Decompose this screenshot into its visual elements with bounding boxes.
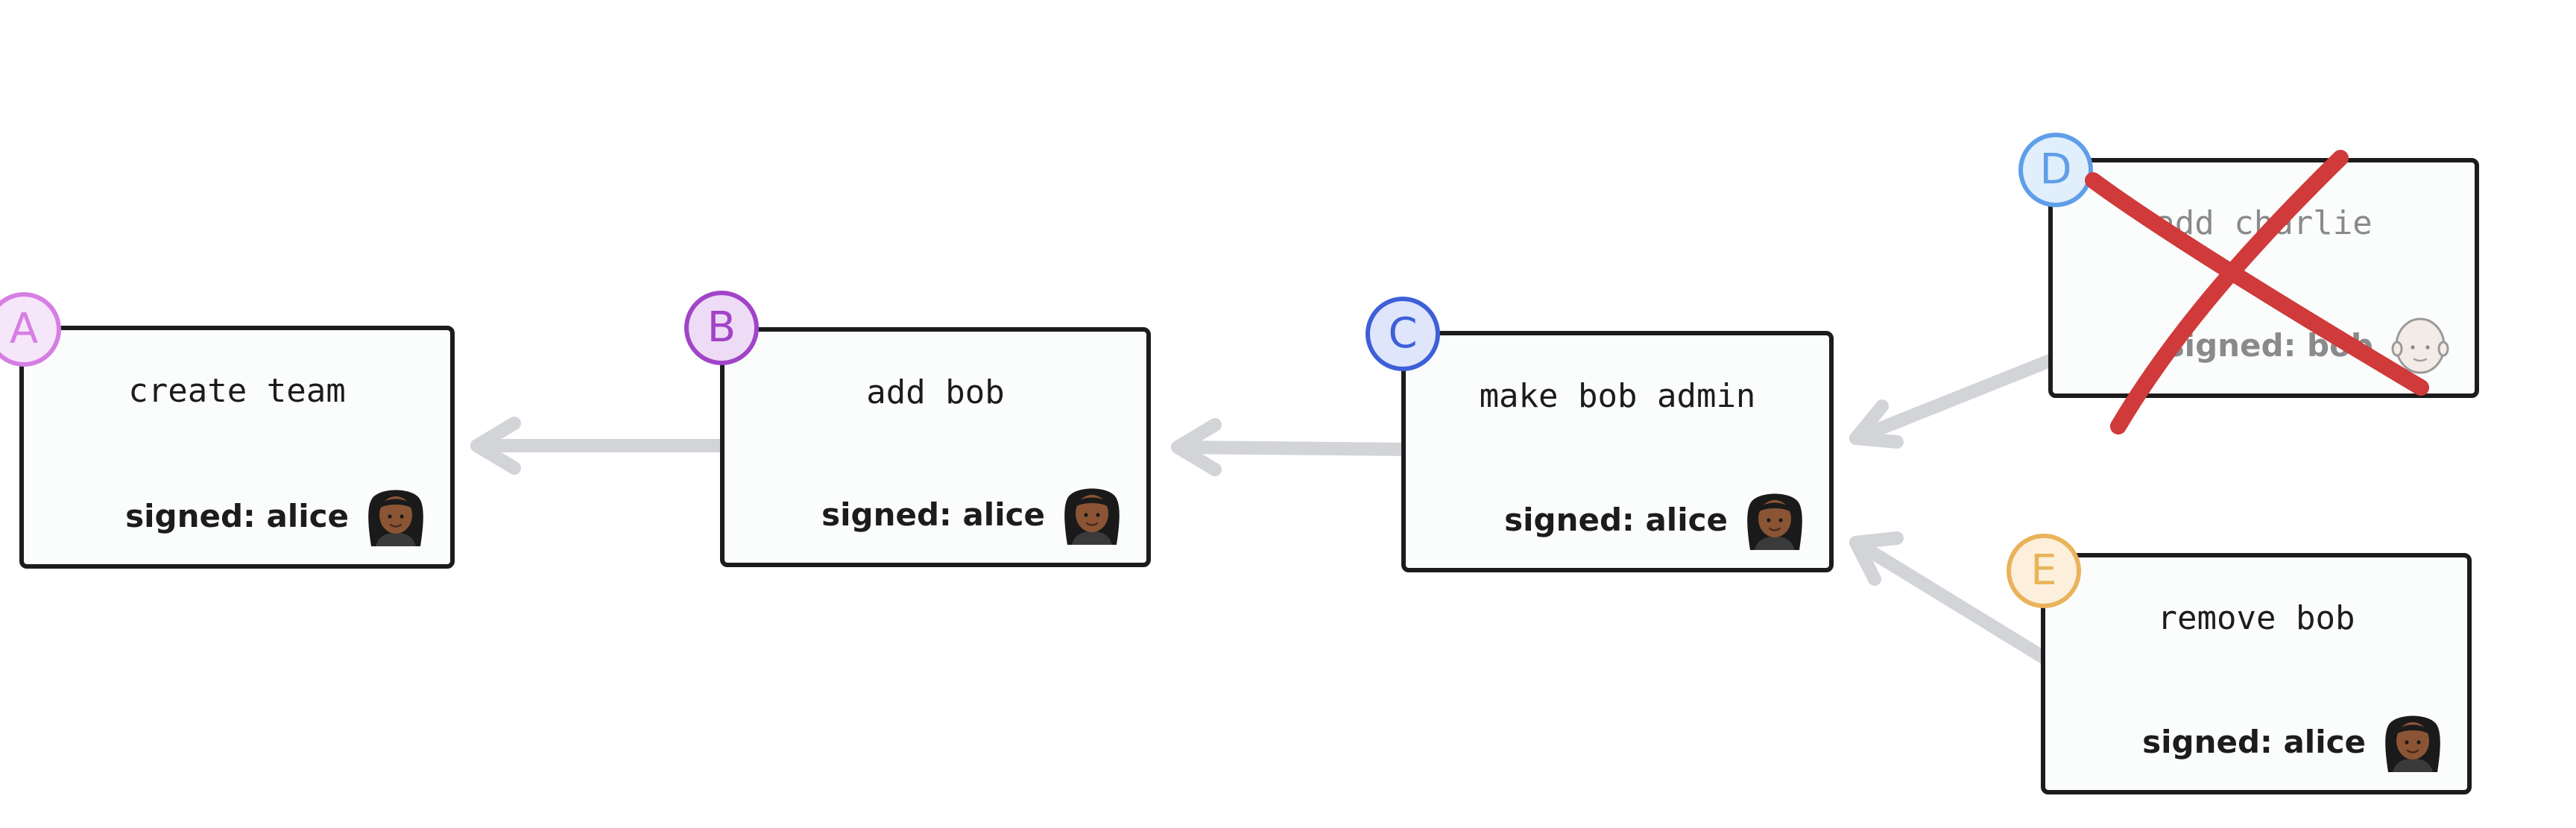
signer-label: signed: bob [2165, 326, 2373, 364]
node-card-d[interactable]: add charlie signed: bob [2048, 158, 2479, 398]
node-card-c[interactable]: make bob admin signed: alice [1401, 331, 1834, 572]
node-signer: signed: alice [1504, 486, 1807, 553]
node-badge-c: C [1366, 297, 1440, 371]
woman-dark-icon [2385, 715, 2440, 772]
woman-dark-icon [1747, 493, 1802, 550]
node-badge-b: B [684, 291, 759, 365]
signer-label: signed: alice [2142, 723, 2366, 760]
node-action-text: add bob [866, 373, 1005, 411]
node-signer: signed: alice [821, 481, 1124, 548]
edge-d-to-c [1849, 354, 2056, 449]
node-signer: signed: alice [125, 482, 428, 549]
woman-dark-icon [368, 490, 423, 546]
node-action-text: make bob admin [1479, 377, 1756, 415]
node-card-b[interactable]: add bob signed: alice [720, 327, 1151, 567]
signer-label: signed: alice [821, 496, 1045, 533]
node-action-text: add charlie [2155, 204, 2373, 242]
node-badge-a: A [0, 292, 61, 367]
node-card-e[interactable]: remove bob signed: alice [2041, 553, 2472, 794]
node-card-a[interactable]: create team signed: alice [19, 326, 455, 569]
node-badge-d: D [2018, 133, 2093, 207]
signer-label: signed: alice [125, 497, 349, 534]
edge-b-to-a [470, 417, 730, 475]
signer-label: signed: alice [1504, 501, 1728, 538]
node-action-text: remove bob [2157, 599, 2355, 637]
edge-e-to-c [1849, 531, 2055, 667]
node-signer: signed: alice [2142, 708, 2445, 775]
node-badge-e: E [2007, 534, 2081, 608]
bald-man-icon [2391, 317, 2449, 374]
woman-dark-icon [1064, 488, 1120, 545]
edge-c-to-b [1171, 418, 1415, 476]
node-signer: signed: bob [2166, 312, 2452, 379]
node-action-text: create team [128, 372, 346, 410]
